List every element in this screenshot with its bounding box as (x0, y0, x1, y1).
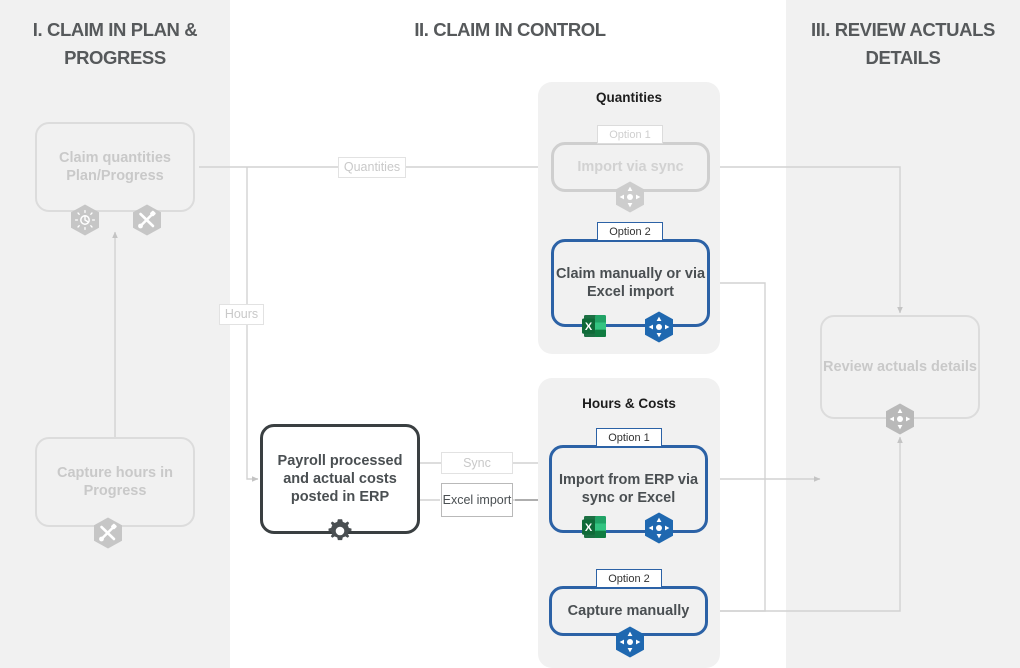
node-payroll-label: Payroll processed and actual costs poste… (277, 452, 403, 506)
panel-hours-costs: Hours & Costs (538, 378, 720, 668)
node-capture-hours-label: Capture hours in Progress (56, 464, 173, 499)
node-claim-manually[interactable]: Claim manually or via Excel import (551, 239, 710, 327)
node-capture-manually-label: Capture manually (567, 602, 690, 619)
panel-hours-costs-title: Hours & Costs (582, 396, 676, 411)
move-hexagon-icon (613, 180, 647, 214)
move-hexagon-icon (642, 511, 676, 545)
edge-label-hours: Hours (219, 304, 264, 325)
option-tag-hours-option-2: Option 2 (596, 569, 662, 588)
option-tag-quantities-option-2: Option 2 (597, 222, 663, 241)
gear-icon (324, 515, 356, 547)
column-title-plan-progress: I. CLAIM IN PLAN & PROGRESS (32, 19, 198, 68)
node-review-actuals-label: Review actuals details (823, 358, 977, 375)
time-hexagon-icon (68, 203, 102, 237)
node-import-via-sync-label: Import via sync (577, 158, 684, 175)
node-payroll[interactable]: Payroll processed and actual costs poste… (260, 424, 420, 534)
move-hexagon-icon (883, 402, 917, 436)
svg-text:X: X (585, 522, 593, 534)
svg-text:X: X (585, 321, 593, 333)
edge-label-excel-import: Excel import (441, 483, 513, 517)
excel-icon: X (580, 311, 610, 341)
node-import-from-erp[interactable]: Import from ERP via sync or Excel (549, 445, 708, 533)
column-title-claim-control: II. CLAIM IN CONTROL (414, 19, 606, 40)
excel-icon: X (580, 512, 610, 542)
node-claim-manually-label: Claim manually or via Excel import (555, 265, 706, 300)
edge-label-quantities: Quantities (338, 157, 406, 178)
node-claim-quantities[interactable]: Claim quantities Plan/Progress (35, 122, 195, 212)
node-capture-hours[interactable]: Capture hours in Progress (35, 437, 195, 527)
tools-hexagon-icon (91, 516, 125, 550)
tools-hexagon-icon (130, 203, 164, 237)
option-tag-hours-option-1: Option 1 (596, 428, 662, 447)
move-hexagon-icon (613, 625, 647, 659)
node-import-from-erp-label: Import from ERP via sync or Excel (558, 471, 699, 506)
option-tag-quantities-option-1: Option 1 (597, 125, 663, 144)
edge-label-sync: Sync (441, 452, 513, 474)
move-hexagon-icon (642, 310, 676, 344)
column-title-review-actuals: III. REVIEW ACTUALS DETAILS (811, 19, 995, 68)
node-claim-quantities-label: Claim quantities Plan/Progress (59, 149, 171, 184)
panel-quantities-title: Quantities (595, 90, 662, 105)
column-background-plan-progress (0, 0, 230, 668)
